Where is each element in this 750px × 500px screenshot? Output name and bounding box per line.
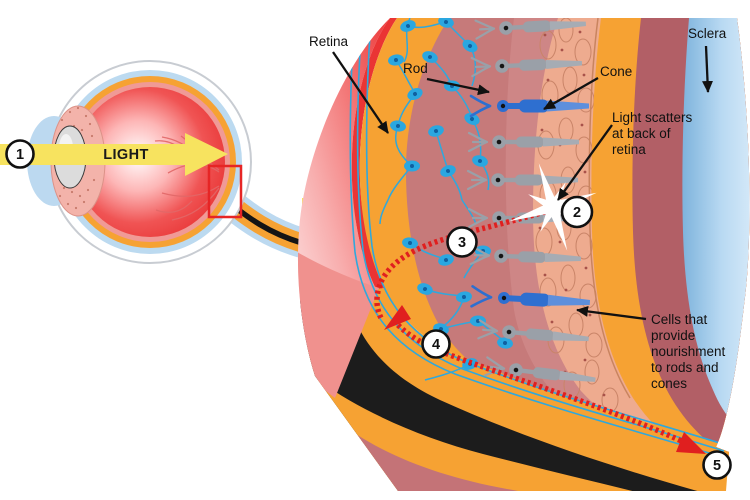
eye-cross-section: LIGHT [0,60,307,264]
rod-label: Rod [403,61,428,76]
optic-nerve-rose-band [300,434,660,491]
callout-labels: Retina Rod Cone Sclera Light scatters at… [309,26,727,391]
retina-magnified-panel [297,18,750,491]
svg-text:5: 5 [713,458,721,474]
magnified-region-box [207,164,243,219]
retina-label: Retina [309,34,349,49]
step-marker-4: 4 [421,329,451,359]
svg-text:provide: provide [651,328,695,343]
light-beam-arrow [0,133,228,176]
light-label: LIGHT [103,147,149,163]
step-marker-3: 3 [446,226,478,258]
svg-text:Light scatters: Light scatters [612,110,693,125]
signal-path-segment-1 [374,207,552,320]
svg-text:retina: retina [612,142,646,157]
step-marker-2: 2 [560,195,594,229]
svg-text:cones: cones [651,376,687,391]
sclera-label: Sclera [688,26,727,41]
svg-text:Cells that: Cells that [651,312,708,327]
nourishment-label: Cells that provide nourishment to rods a… [651,312,726,391]
svg-text:nourishment: nourishment [651,344,726,359]
nourishment-arrow [576,305,647,321]
svg-text:1: 1 [16,147,24,163]
sclera-arrow [702,45,714,93]
rod-arrow [426,77,490,96]
signal-arrowhead-1 [384,305,411,330]
step-markers: 1 2 3 4 5 [5,139,732,480]
salmon-edge-line [588,18,631,399]
cone-label: Cone [600,64,632,79]
cone-arrow [543,77,599,110]
light-scatters-arrow [557,124,613,201]
signal-arrowhead-2 [676,432,706,454]
optic-nerve-inner-orange [300,288,750,491]
step-marker-5: 5 [702,450,732,480]
light-scatters-label: Light scatters at back of retina [612,110,693,157]
step-marker-1: 1 [5,139,35,169]
sclera-band [682,18,750,437]
svg-text:to rods and: to rods and [651,360,719,375]
light-scatter-starburst [509,163,597,251]
svg-text:at back of: at back of [612,126,671,141]
svg-text:2: 2 [573,205,581,221]
optic-nerve-outer-orange [300,380,750,491]
svg-text:3: 3 [458,235,466,251]
signal-path-segment-2 [396,323,692,448]
inner-red-strip [351,18,397,291]
ciliary-speckles [58,106,96,210]
svg-text:4: 4 [432,337,440,353]
signal-path [374,207,706,454]
retina-arrow [332,51,389,134]
